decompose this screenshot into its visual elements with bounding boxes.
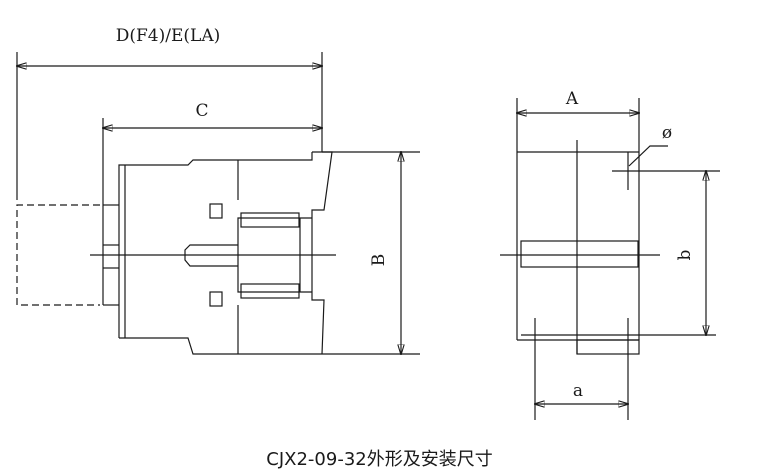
label-c: C: [195, 101, 208, 121]
label-a-upper: A: [565, 89, 579, 109]
dimension-drawing: D(F4)/E(LA) C B: [0, 26, 720, 420]
accessory-dashed-outline: [16, 204, 100, 306]
body-outline-top: [118, 152, 313, 338]
lower-slot: [240, 283, 300, 299]
upper-slot: [240, 212, 300, 228]
figure-caption: CJX2-09-32外形及安装尺寸: [266, 449, 493, 470]
mounting-view: A ø b a: [500, 89, 720, 420]
bottom-foot: [576, 339, 640, 355]
body-outline-bottom: [119, 337, 322, 355]
label-a-lower: a: [573, 381, 583, 401]
front-terminal-bottom: [311, 292, 325, 355]
din-rail: [520, 240, 639, 268]
label-d: D(F4)/E(LA): [116, 26, 220, 46]
label-b: B: [369, 254, 389, 267]
front-terminal-top: [311, 151, 333, 218]
label-phi: ø: [662, 123, 672, 143]
phi-leader: [628, 145, 668, 167]
upper-clip: [209, 203, 223, 219]
lower-clip: [209, 291, 223, 307]
label-b-lower: b: [675, 249, 695, 260]
side-view: D(F4)/E(LA) C B: [17, 26, 420, 354]
